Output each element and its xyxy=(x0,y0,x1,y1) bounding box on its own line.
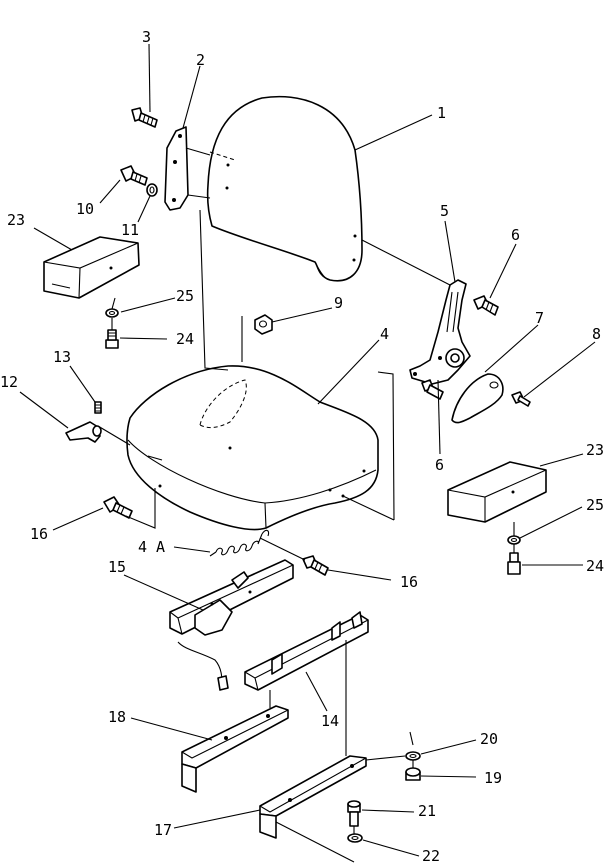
channel-bracket-18 xyxy=(181,705,289,793)
bolt-6-upper xyxy=(473,295,499,316)
nut-24-right xyxy=(507,552,521,575)
washer-22 xyxy=(347,833,363,843)
washer-25-left xyxy=(105,308,119,318)
spring-4a xyxy=(209,529,270,557)
seat-cushion xyxy=(126,365,379,531)
bolt-16-left xyxy=(103,496,133,519)
callout-14: 14 xyxy=(321,712,339,730)
callout-4a: 4 A xyxy=(138,538,165,556)
lever-knob xyxy=(451,373,504,424)
callout-labels: 1 2 3 4 4 A 5 6 6 7 8 9 10 11 12 13 14 1… xyxy=(0,28,604,864)
washer-20 xyxy=(405,751,421,761)
bolt-10 xyxy=(120,165,148,186)
callout-23-left: 23 xyxy=(7,211,25,229)
callout-15: 15 xyxy=(108,558,126,576)
callout-6-lower: 6 xyxy=(435,456,444,474)
callout-25-right: 25 xyxy=(586,496,604,514)
recline-bracket xyxy=(409,279,471,385)
callout-25-left: 25 xyxy=(176,287,194,305)
bolt-3 xyxy=(131,107,158,128)
callout-8: 8 xyxy=(592,325,601,343)
armrest-right xyxy=(447,461,547,523)
handle-12 xyxy=(65,421,102,443)
callout-20: 20 xyxy=(480,730,498,748)
callout-2: 2 xyxy=(196,51,205,69)
callout-1: 1 xyxy=(437,104,446,122)
leader-lines xyxy=(19,43,596,857)
callout-16-left: 16 xyxy=(30,525,48,543)
nut-19 xyxy=(405,767,421,781)
callout-16-right: 16 xyxy=(400,573,418,591)
callout-21: 21 xyxy=(418,802,436,820)
mounting-bracket-17 xyxy=(259,755,367,839)
armrest-left xyxy=(43,236,140,299)
bolt-21 xyxy=(347,800,361,827)
callout-5: 5 xyxy=(440,202,449,220)
bolt-16-right xyxy=(302,555,329,576)
callout-10: 10 xyxy=(76,200,94,218)
nut-24-left xyxy=(105,329,119,349)
callout-12: 12 xyxy=(0,373,18,391)
set-screw-13 xyxy=(94,401,102,414)
washer-11 xyxy=(146,183,158,197)
washer-25-right xyxy=(507,535,521,545)
seat-back-cushion xyxy=(206,95,363,282)
callout-7: 7 xyxy=(535,309,544,327)
callout-24-left: 24 xyxy=(176,330,194,348)
callout-19: 19 xyxy=(484,769,502,787)
callout-3: 3 xyxy=(142,28,151,46)
screw-8 xyxy=(511,391,531,407)
slide-rail-15 xyxy=(169,559,294,691)
callout-23-right: 23 xyxy=(586,441,604,459)
back-bracket xyxy=(164,126,189,211)
callout-22: 22 xyxy=(422,847,440,864)
nut-9 xyxy=(254,314,273,335)
callout-13: 13 xyxy=(53,348,71,366)
callout-11: 11 xyxy=(121,221,139,239)
callout-24-right: 24 xyxy=(586,557,604,575)
slide-rail-14 xyxy=(244,611,369,691)
callout-9: 9 xyxy=(334,294,343,312)
assembly-lines xyxy=(97,147,515,863)
callout-18: 18 xyxy=(108,708,126,726)
callout-6-upper: 6 xyxy=(511,226,520,244)
callout-17: 17 xyxy=(154,821,172,839)
callout-4: 4 xyxy=(380,325,389,343)
